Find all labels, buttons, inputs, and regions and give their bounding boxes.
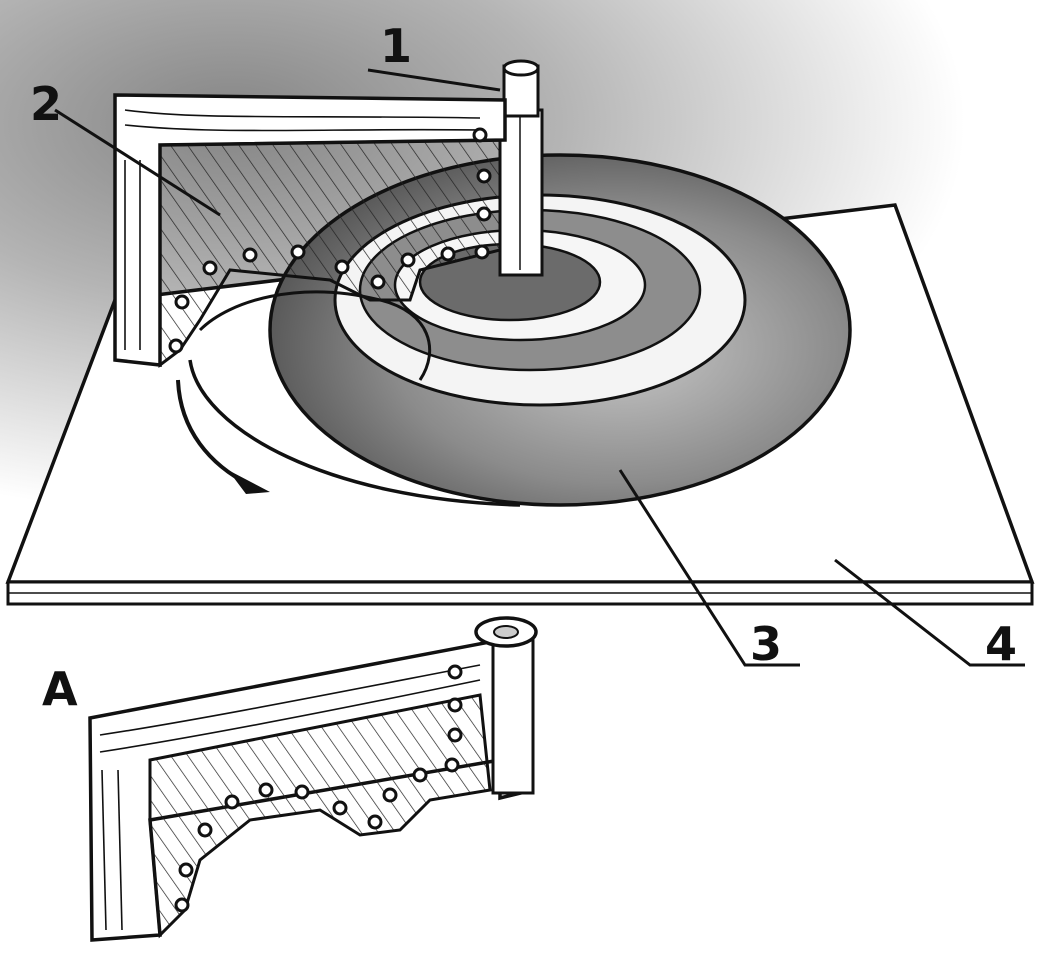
template-plate [113,93,507,368]
wood-grain [124,109,481,350]
callout-leaders [54,68,1025,667]
callout-3: 3 [750,617,782,671]
detail-axle-sleeve [474,616,538,795]
rivet-holes [168,127,492,354]
callout-1: 1 [380,19,412,73]
detail-label: A [42,662,78,716]
rotation-arrow [176,379,270,494]
detail-template-plate [88,616,538,942]
callout-2: 2 [30,77,62,131]
axle-pin [498,59,544,277]
detail-rivet-holes [174,664,463,913]
callout-4: 4 [985,617,1017,671]
detail-wood-grain [99,664,481,931]
